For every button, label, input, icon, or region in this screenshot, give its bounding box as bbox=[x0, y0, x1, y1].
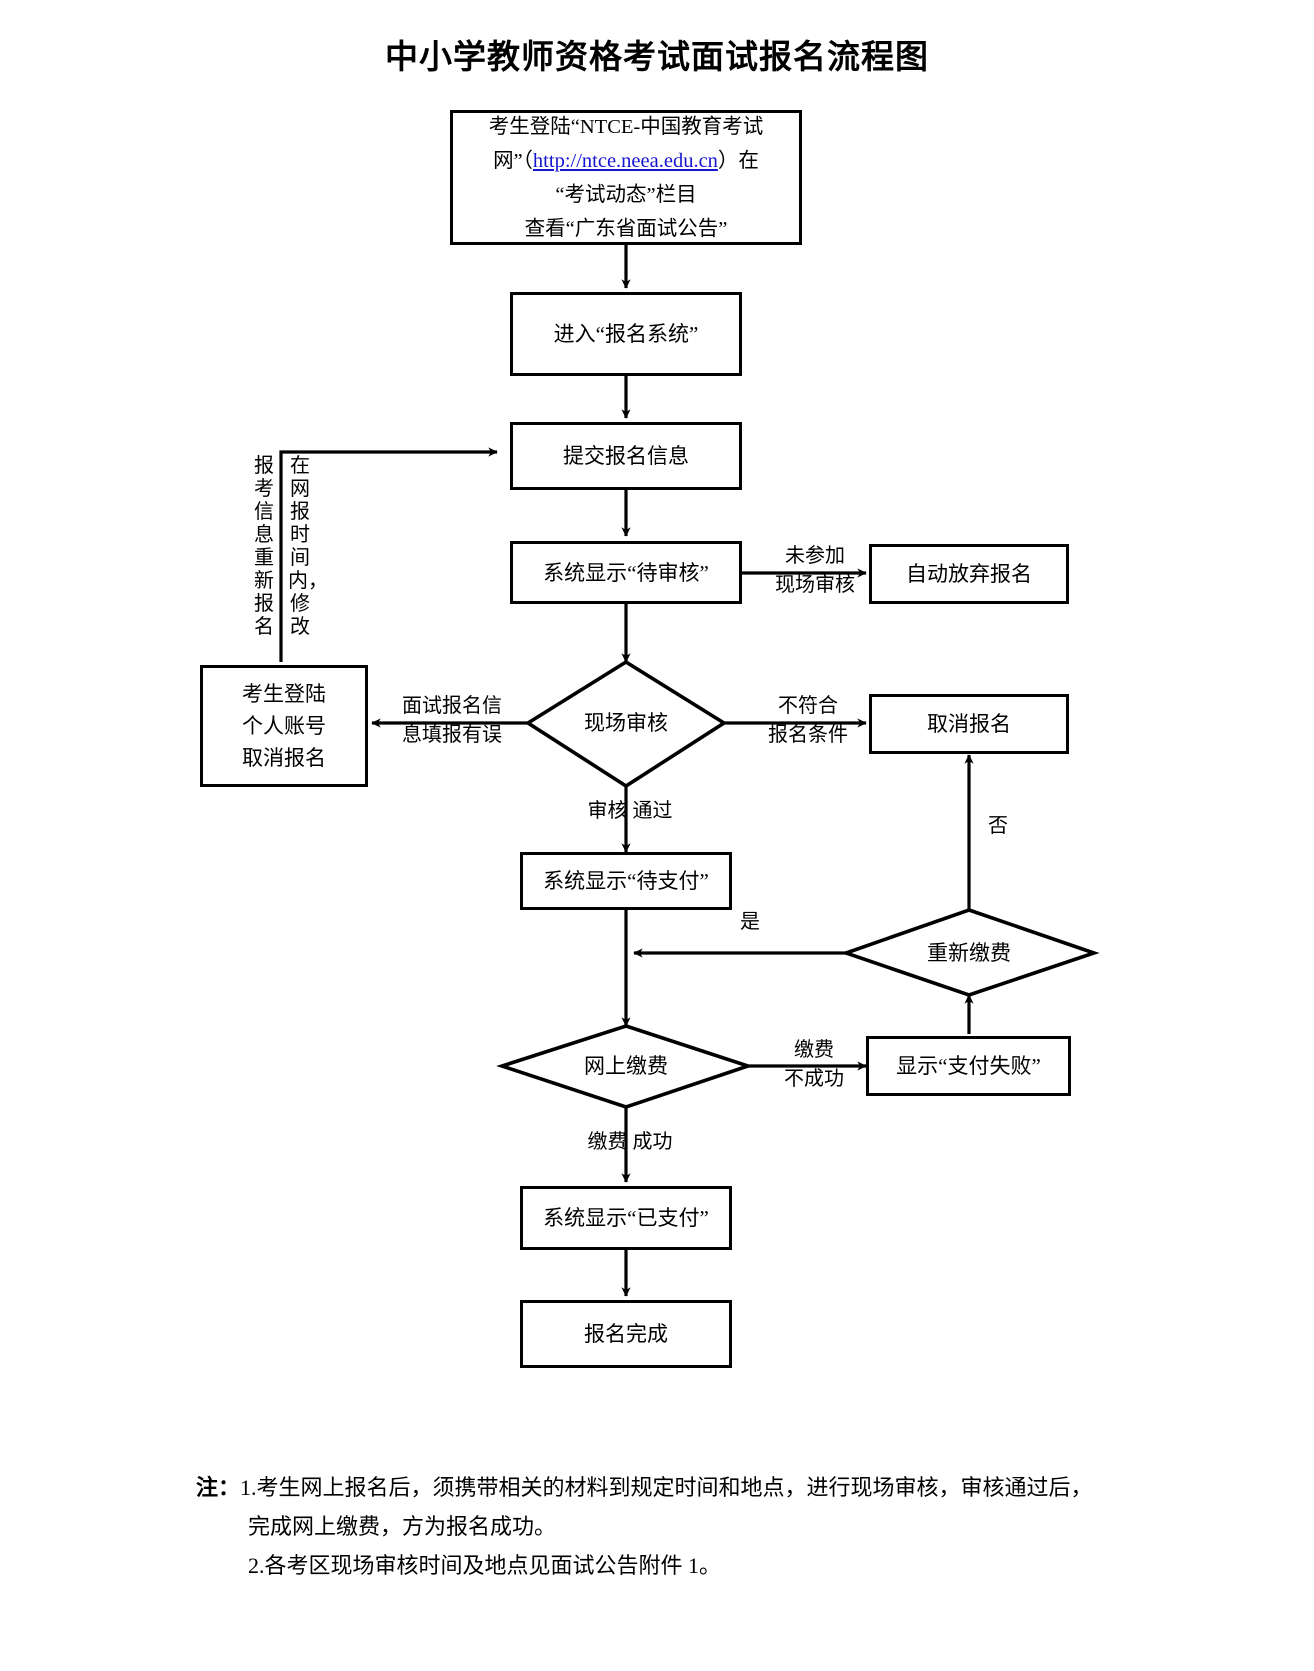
node-pending-review[interactable]: 系统显示“待审核” bbox=[510, 541, 742, 604]
node-paid-label: 系统显示“已支付” bbox=[543, 1206, 709, 1230]
node-pending-payment-label: 系统显示“待支付” bbox=[543, 869, 709, 893]
edge-label-no-onsite-review: 未参加 现场审核 bbox=[775, 545, 855, 596]
vertical-label-reapply: 报考信息重新报名 bbox=[254, 455, 274, 638]
candidate-cancel-line2: 个人账号 bbox=[242, 714, 326, 738]
edge-label-repay-no: 否 bbox=[988, 815, 1008, 837]
node-auto-abandon-label: 自动放弃报名 bbox=[906, 562, 1032, 586]
ntce-website-link[interactable]: http://ntce.neea.edu.cn bbox=[532, 149, 718, 172]
edge-label-repay-yes: 是 bbox=[740, 911, 760, 933]
node-onsite-review[interactable]: 现场审核 bbox=[556, 703, 696, 743]
node-start[interactable]: 考生登陆“NTCE-中国教育考试 网”（http://ntce.neea.edu… bbox=[450, 110, 802, 245]
node-cancel-registration-label: 取消报名 bbox=[927, 712, 1011, 736]
footnote-2-line1: 各考区现场审核时间及地点见面试公告附件 1。 bbox=[264, 1553, 722, 1578]
node-done-label: 报名完成 bbox=[584, 1322, 668, 1346]
footnotes: 注：1.考生网上报名后，须携带相关的材料到规定时间和地点，进行现场审核，审核通过… bbox=[196, 1468, 1266, 1585]
start-line2-suffix: ）在 bbox=[717, 149, 759, 172]
node-enter-system[interactable]: 进入“报名系统” bbox=[510, 292, 742, 376]
node-auto-abandon[interactable]: 自动放弃报名 bbox=[869, 544, 1069, 604]
node-submit-info[interactable]: 提交报名信息 bbox=[510, 422, 742, 490]
node-paid[interactable]: 系统显示“已支付” bbox=[520, 1186, 732, 1250]
node-repay-label: 重新缴费 bbox=[927, 941, 1011, 965]
candidate-cancel-line3: 取消报名 bbox=[242, 746, 326, 770]
footnote-1-num: 1. bbox=[240, 1475, 257, 1500]
node-pending-review-label: 系统显示“待审核” bbox=[543, 560, 709, 585]
node-enter-system-label: 进入“报名系统” bbox=[553, 322, 699, 346]
footnote-1-line1: 考生网上报名后，须携带相关的材料到规定时间和地点，进行现场审核，审核通过后， bbox=[256, 1475, 1093, 1500]
vertical-label-modify-in-window: 在网报时间内，修改 bbox=[288, 455, 328, 638]
footnote-row-2: 2.各考区现场审核时间及地点见面试公告附件 1。 bbox=[196, 1546, 1266, 1585]
node-online-payment-label: 网上缴费 bbox=[584, 1054, 668, 1078]
edge-label-payment-success: 缴费 成功 bbox=[587, 1131, 673, 1153]
footnote-1-line2: 完成网上缴费，方为报名成功。 bbox=[248, 1514, 557, 1539]
edge-label-payment-failed: 缴费 不成功 bbox=[784, 1039, 844, 1090]
node-cancel-registration[interactable]: 取消报名 bbox=[869, 694, 1069, 754]
node-repay[interactable]: 重新缴费 bbox=[899, 933, 1039, 973]
footnote-row-1: 注：1.考生网上报名后，须携带相关的材料到规定时间和地点，进行现场审核，审核通过… bbox=[196, 1468, 1266, 1507]
node-online-payment[interactable]: 网上缴费 bbox=[556, 1046, 696, 1086]
edge-label-review-pass: 审核 通过 bbox=[587, 800, 673, 822]
node-onsite-review-label: 现场审核 bbox=[584, 711, 668, 735]
footnote-row-1b: 完成网上缴费，方为报名成功。 bbox=[196, 1507, 1266, 1546]
footnote-label: 注： bbox=[196, 1475, 241, 1500]
node-payment-failed[interactable]: 显示“支付失败” bbox=[866, 1036, 1071, 1096]
edge-label-info-error: 面试报名信 息填报有误 bbox=[402, 695, 502, 746]
footnote-2-num: 2. bbox=[248, 1553, 265, 1578]
start-line3: “考试动态”栏目 bbox=[555, 183, 697, 206]
node-candidate-cancel[interactable]: 考生登陆 个人账号 取消报名 bbox=[200, 665, 368, 787]
start-line4: 查看“广东省面试公告” bbox=[524, 217, 728, 240]
node-done[interactable]: 报名完成 bbox=[520, 1300, 732, 1368]
node-pending-payment[interactable]: 系统显示“待支付” bbox=[520, 852, 732, 910]
node-submit-info-label: 提交报名信息 bbox=[563, 444, 689, 468]
edge-label-not-qualified: 不符合 报名条件 bbox=[768, 695, 848, 746]
node-payment-failed-label: 显示“支付失败” bbox=[896, 1054, 1041, 1078]
start-line2-prefix: 网”（ bbox=[493, 149, 533, 172]
page-title: 中小学教师资格考试面试报名流程图 bbox=[385, 40, 929, 76]
start-line1: 考生登陆“NTCE-中国教育考试 bbox=[488, 115, 764, 138]
candidate-cancel-line1: 考生登陆 bbox=[242, 682, 326, 706]
